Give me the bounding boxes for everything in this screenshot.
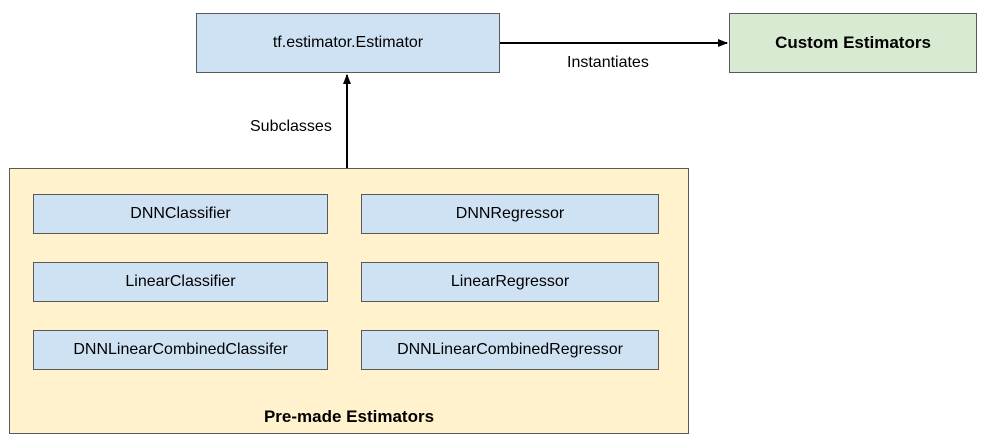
estimator-node-label: tf.estimator.Estimator [272,34,424,51]
premade-node-label: DNNLinearCombinedRegressor [397,341,623,358]
custom-estimators-node: Custom Estimators [729,13,977,73]
premade-node-dnn-linear-combined-regressor: DNNLinearCombinedRegressor [361,330,659,370]
premade-node-dnn-linear-combined-classifier: DNNLinearCombinedClassifer [33,330,328,370]
premade-estimators-title: Pre-made Estimators [263,407,435,426]
premade-node-label: LinearClassifier [125,273,236,290]
premade-node-label: DNNClassifier [130,205,231,222]
premade-node-label: LinearRegressor [450,273,570,290]
premade-node-linear-regressor: LinearRegressor [361,262,659,302]
premade-node-label: DNNLinearCombinedClassifer [73,341,288,358]
subclasses-label: Subclasses [250,118,332,135]
instantiates-label: Instantiates [567,54,649,71]
premade-node-label: DNNRegressor [455,205,565,222]
premade-node-dnn-classifier: DNNClassifier [33,194,328,234]
custom-estimators-label: Custom Estimators [775,33,931,52]
premade-node-linear-classifier: LinearClassifier [33,262,328,302]
estimator-node: tf.estimator.Estimator [196,13,500,73]
premade-node-dnn-regressor: DNNRegressor [361,194,659,234]
